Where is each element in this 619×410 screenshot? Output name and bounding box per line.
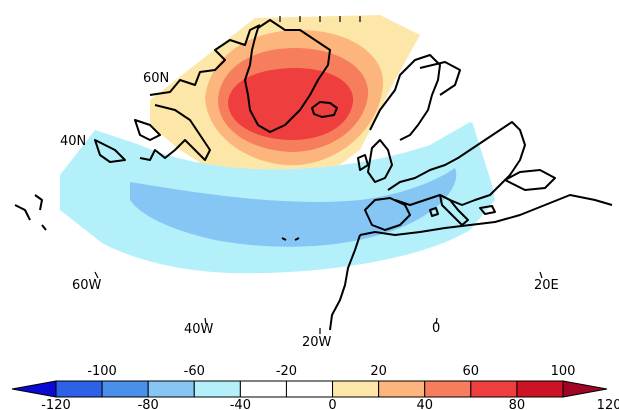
lon-label-60w: 60W xyxy=(72,278,102,293)
colorbar-lower-label: 120 xyxy=(597,398,619,410)
colorbar-segment xyxy=(193,380,241,398)
coastlines xyxy=(14,19,613,331)
lon-label-20w: 20W xyxy=(302,335,332,350)
lat-label-60n: 60N xyxy=(143,71,169,86)
colorbar-upper-label: -60 xyxy=(184,364,205,379)
iceland-coast xyxy=(311,101,338,118)
colorbar-lower-label: 40 xyxy=(416,398,433,410)
colorbar-segment xyxy=(101,380,149,398)
colorbar-segment xyxy=(332,380,380,398)
lat-label-40n: 40N xyxy=(60,134,86,149)
colorbar: -100 -60 -20 20 60 100 -120 -80 -40 0 40 80 120 xyxy=(11,364,619,410)
colorbar-upper-label: 60 xyxy=(463,364,480,379)
colorbar-lower-label: 80 xyxy=(509,398,526,410)
colorbar-segment xyxy=(424,380,472,398)
colorbar-segment xyxy=(516,380,564,398)
colorbar-upper-label: -20 xyxy=(276,364,297,379)
colorbar-lower-extension xyxy=(11,380,57,398)
lon-label-20e: 20E xyxy=(534,278,559,293)
colorbar-upper-label: -100 xyxy=(87,364,117,379)
colorbar-lower-label: -120 xyxy=(41,398,71,410)
greenland-coast xyxy=(244,19,331,133)
british-isles-coast xyxy=(367,139,393,183)
lon-label-40w: 40W xyxy=(184,322,214,337)
colorbar-segment xyxy=(285,380,334,398)
colorbar-segment xyxy=(55,380,103,398)
colorbar-segment xyxy=(470,380,518,398)
colorbar-segment xyxy=(147,380,195,398)
colorbar-upper-label: 100 xyxy=(551,364,576,379)
north-africa-coast xyxy=(359,194,613,236)
colorbar-lower-label: 0 xyxy=(328,398,336,410)
label-ticks xyxy=(94,271,543,334)
iberia-coast xyxy=(364,197,411,231)
colorbar-segment xyxy=(378,380,426,398)
colorbar-lower-label: -80 xyxy=(138,398,159,410)
anomaly-band-neg-20 xyxy=(60,122,495,274)
colorbar-segment xyxy=(239,380,287,398)
scandinavia-coast xyxy=(369,54,441,141)
colorbar-upper-extension xyxy=(562,380,608,398)
west-africa-coast xyxy=(329,234,361,331)
colorbar-upper-label: 20 xyxy=(370,364,387,379)
lon-label-0: 0 xyxy=(432,321,440,336)
colorbar-lower-label: -40 xyxy=(230,398,251,410)
anomaly-core xyxy=(228,68,354,140)
italy-coast xyxy=(439,194,469,226)
meridian-ticks xyxy=(279,16,361,22)
